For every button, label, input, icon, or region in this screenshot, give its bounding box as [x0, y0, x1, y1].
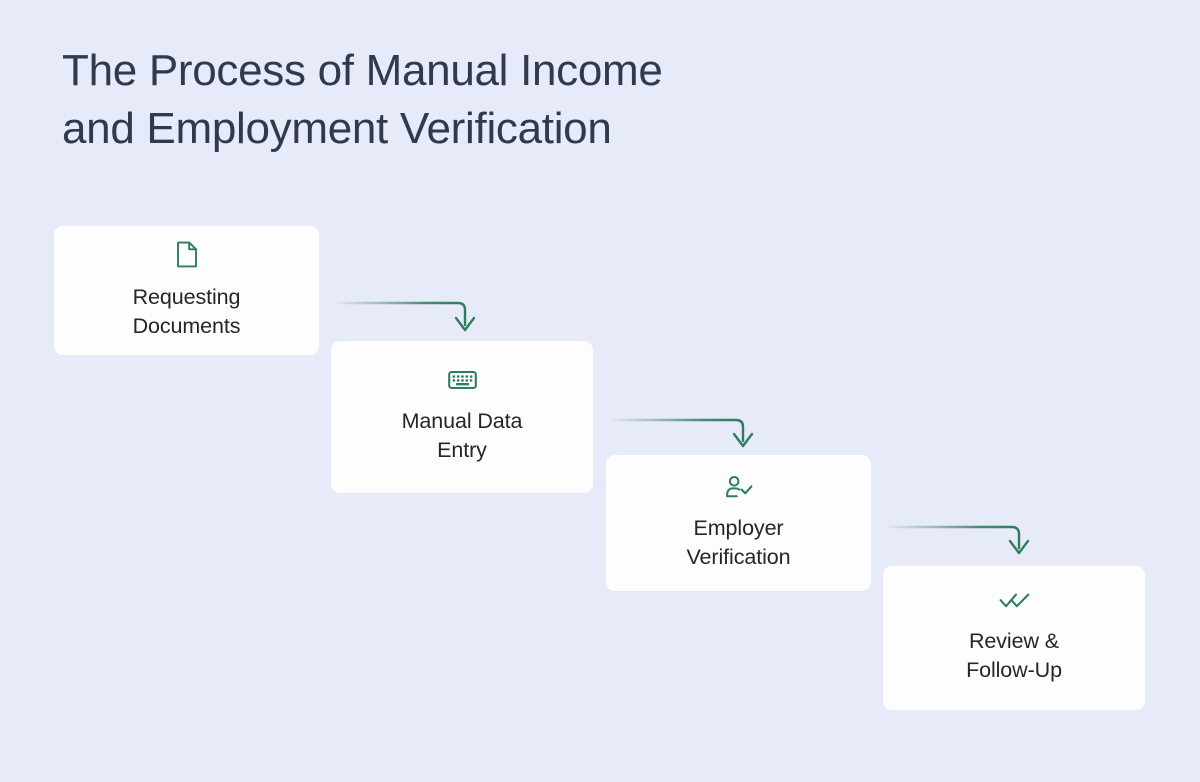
step-card-manual-data-entry[interactable]: Manual Data Entry — [331, 341, 593, 493]
document-icon — [176, 241, 198, 268]
step-card-review-follow-up[interactable]: Review & Follow-Up — [883, 566, 1145, 710]
step-card-employer-verification[interactable]: Employer Verification — [606, 455, 871, 591]
connector-3 — [882, 525, 1030, 555]
step-card-label: Requesting Documents — [132, 284, 241, 338]
step-card-label: Review & Follow-Up — [966, 628, 1062, 682]
double-check-icon — [999, 592, 1030, 609]
user-check-icon — [724, 475, 753, 500]
step-card-label: Employer Verification — [686, 515, 791, 569]
keyboard-icon — [447, 369, 477, 391]
step-card-requesting-documents[interactable]: Requesting Documents — [54, 226, 319, 355]
page-title: The Process of Manual Income and Employm… — [62, 46, 663, 153]
connector-1 — [330, 301, 476, 332]
connector-2 — [605, 418, 754, 448]
step-card-label: Manual Data Entry — [401, 409, 523, 462]
